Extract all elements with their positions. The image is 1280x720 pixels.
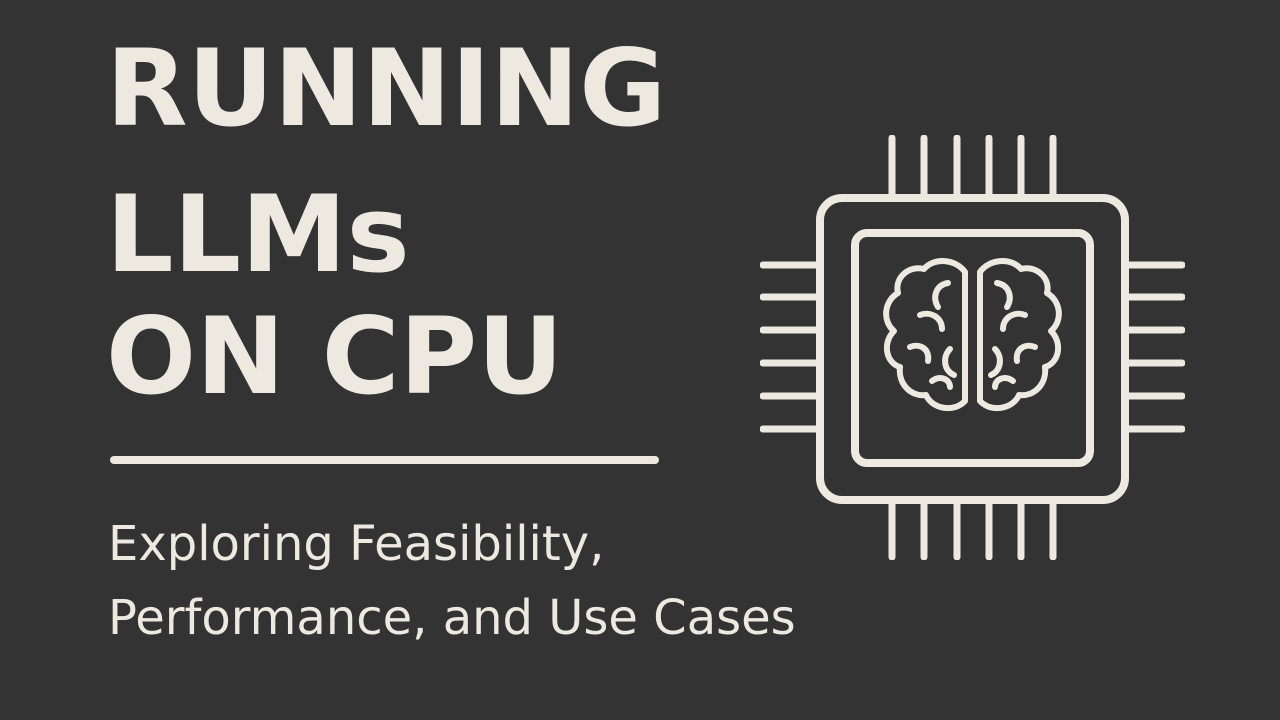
title-line-llms: LLMs <box>106 173 410 296</box>
chip-pins-right <box>1121 261 1185 433</box>
brain-icon <box>883 258 1062 412</box>
title-line-on-cpu: ON CPU <box>106 295 564 418</box>
chip-pins-left <box>760 261 824 433</box>
subtitle-line-1: Exploring Feasibility, <box>108 516 605 572</box>
chip-outer-body <box>816 194 1129 504</box>
title-divider <box>110 456 659 464</box>
subtitle-line-2: Performance, and Use Cases <box>108 590 796 646</box>
chip-pins-top <box>888 135 1057 199</box>
chip-inner-die <box>851 229 1094 467</box>
chip-pins-bottom <box>888 496 1057 560</box>
title-line-running: RUNNING <box>106 27 667 150</box>
cpu-chip-icon <box>760 135 1185 560</box>
